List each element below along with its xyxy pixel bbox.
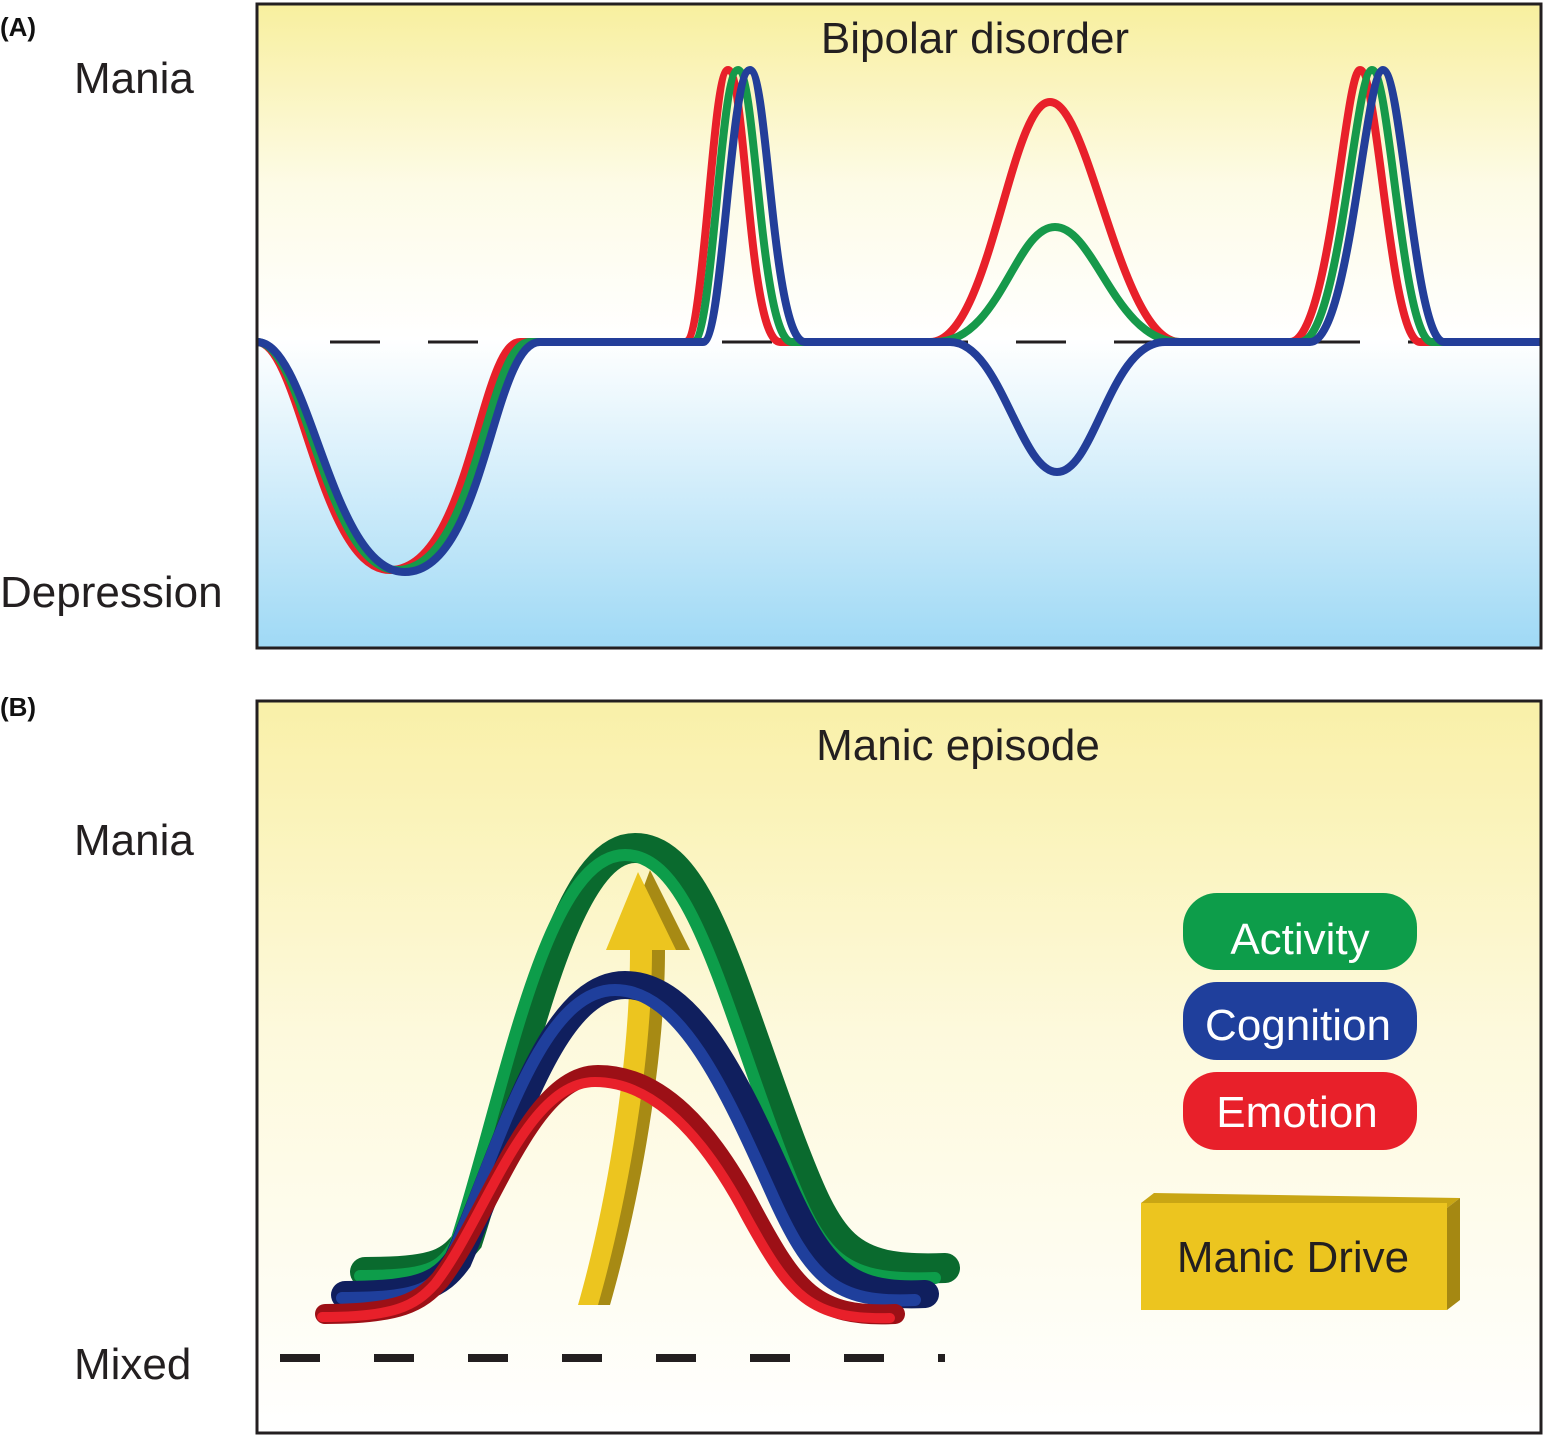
manic-drive-label: Manic Drive [1177,1233,1409,1282]
panel-a-title: Bipolar disorder [821,14,1129,63]
panel-a-mania-label: Mania [74,54,194,103]
panel-a-activity-line [257,66,1541,574]
panel-b-emotion-ribbon [315,1064,905,1325]
panel-b-background [257,701,1541,1433]
panel-a-diagram: Bipolar disorder [255,2,1543,650]
manic-drive-box: Manic Drive [1141,1193,1460,1310]
legend-emotion: Emotion [1183,1072,1417,1150]
panel-b-title: Manic episode [816,721,1100,770]
panel-a-depression-label: Depression [0,568,223,617]
panel-a-cognition-line [257,66,1541,576]
legend-emotion-label: Emotion [1216,1088,1377,1137]
panel-b-frame [255,699,1543,1435]
panel-b-mania-label: Mania [74,816,194,865]
legend-cognition-label: Cognition [1205,1001,1391,1050]
panel-b-mixed-label: Mixed [74,1340,192,1389]
panel-a-letter: (A) [0,12,37,42]
panel-b-letter: (B) [0,692,37,722]
legend-activity: Activity [1183,893,1417,970]
legend-activity-label: Activity [1230,915,1369,964]
panel-a-frame [255,2,1543,650]
legend-cognition: Cognition [1183,982,1417,1060]
